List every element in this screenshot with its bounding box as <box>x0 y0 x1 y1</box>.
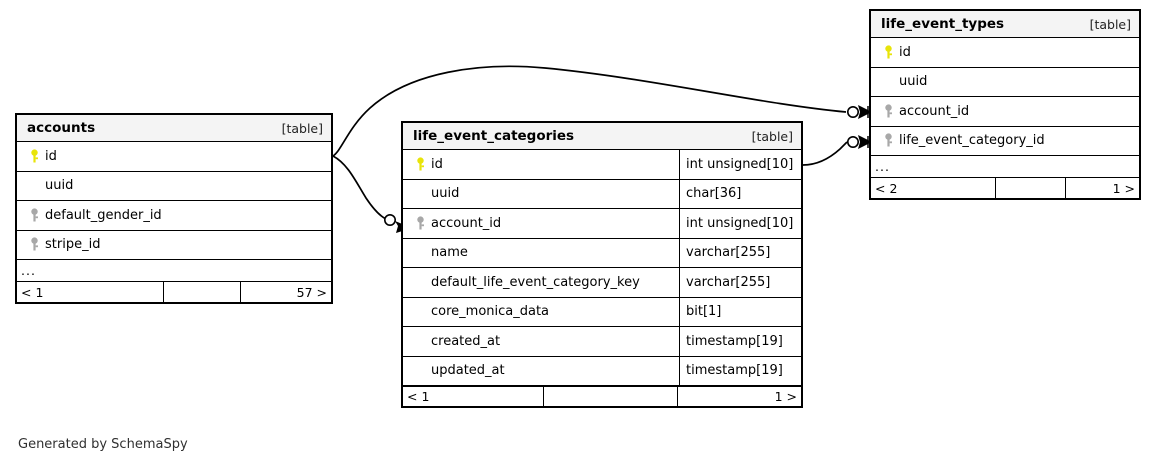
primary-key-icon <box>411 157 429 172</box>
column-cell: id <box>403 150 679 179</box>
column-label: updated_at <box>431 363 505 379</box>
foreign-key-icon <box>879 133 897 148</box>
table-life-event-types-footer: < 2 1 > <box>871 178 1139 198</box>
column-cell: account_id <box>871 97 1139 126</box>
edge-categories-to-types <box>802 141 848 166</box>
crowfoot-circle-types-category <box>846 136 859 149</box>
primary-key-icon <box>25 149 43 164</box>
table-row[interactable]: updated_at timestamp[19] <box>403 356 801 386</box>
column-cell: default_gender_id <box>17 201 331 230</box>
column-label: life_event_category_id <box>899 133 1045 149</box>
column-label: account_id <box>899 103 970 119</box>
column-cell: id <box>871 38 1139 67</box>
column-type: timestamp[19] <box>679 356 801 385</box>
column-type: int unsigned[10] <box>679 209 801 238</box>
column-label: id <box>899 44 911 60</box>
footer-children-count[interactable]: 57 > <box>296 284 327 300</box>
column-label: id <box>45 148 57 164</box>
table-row[interactable]: created_at timestamp[19] <box>403 327 801 357</box>
table-life-event-categories-header: life_event_categories [table] <box>403 123 801 150</box>
truncated-columns-indicator: ... <box>871 156 1139 178</box>
footer-middle <box>163 282 241 302</box>
column-label: stripe_id <box>45 237 101 253</box>
footer-parents-count[interactable]: < 1 <box>407 389 430 404</box>
table-row[interactable]: id int unsigned[10] <box>403 150 801 180</box>
column-type: timestamp[19] <box>679 327 801 356</box>
column-cell: name <box>403 239 679 268</box>
table-row[interactable]: default_gender_id <box>17 201 331 231</box>
table-accounts-footer: < 1 57 > <box>17 282 331 302</box>
table-life-event-types-header: life_event_types [table] <box>871 11 1139 38</box>
column-label: name <box>431 245 468 261</box>
column-type: bit[1] <box>679 297 801 326</box>
table-row[interactable]: name varchar[255] <box>403 238 801 268</box>
column-cell: account_id <box>403 209 679 238</box>
column-label: id <box>431 156 443 172</box>
column-cell: core_monica_data <box>403 298 679 327</box>
table-life-event-categories-footer: < 1 1 > <box>403 386 801 406</box>
table-row[interactable]: default_life_event_category_key varchar[… <box>403 268 801 298</box>
table-row[interactable]: uuid <box>17 172 331 201</box>
table-row[interactable]: core_monica_data bit[1] <box>403 297 801 327</box>
column-label: default_life_event_category_key <box>431 274 640 290</box>
column-cell: stripe_id <box>17 231 331 260</box>
table-accounts[interactable]: accounts [table] id uuid default_gende <box>15 113 333 304</box>
column-label: default_gender_id <box>45 207 162 223</box>
column-label: uuid <box>45 178 74 194</box>
primary-key-icon <box>879 45 897 60</box>
crowfoot-circle-categories-account <box>383 214 396 227</box>
column-label: created_at <box>431 333 501 349</box>
column-cell: created_at <box>403 327 679 356</box>
column-cell: default_life_event_category_key <box>403 268 679 297</box>
table-life-event-types[interactable]: life_event_types [table] id uuid accou <box>869 9 1141 200</box>
column-type: varchar[255] <box>679 238 801 267</box>
column-type: char[36] <box>679 179 801 208</box>
foreign-key-icon <box>411 216 429 231</box>
generated-by-credit: Generated by SchemaSpy <box>18 437 188 452</box>
column-type: varchar[255] <box>679 268 801 297</box>
footer-children-count[interactable]: 1 > <box>1112 180 1135 196</box>
table-accounts-header: accounts [table] <box>17 115 331 142</box>
column-cell: updated_at <box>403 357 679 386</box>
column-cell: uuid <box>871 68 1139 97</box>
table-row[interactable]: account_id <box>871 97 1139 127</box>
table-row[interactable]: uuid char[36] <box>403 179 801 209</box>
table-accounts-tag: [table] <box>281 120 323 136</box>
table-accounts-title: accounts <box>27 120 96 136</box>
footer-children-count[interactable]: 1 > <box>774 389 797 404</box>
foreign-key-icon <box>25 237 43 252</box>
column-type: int unsigned[10] <box>679 150 801 179</box>
column-cell: life_event_category_id <box>871 127 1139 156</box>
column-cell: uuid <box>403 180 679 209</box>
footer-middle <box>543 387 678 406</box>
table-life-event-categories-title: life_event_categories <box>413 128 575 144</box>
footer-parents-count[interactable]: < 2 <box>875 180 898 196</box>
truncated-columns-indicator: ... <box>17 260 331 282</box>
table-row[interactable]: account_id int unsigned[10] <box>403 209 801 239</box>
table-life-event-types-tag: [table] <box>1089 16 1131 32</box>
table-life-event-categories[interactable]: life_event_categories [table] id int uns… <box>401 121 803 408</box>
table-life-event-categories-tag: [table] <box>751 128 793 144</box>
footer-parents-count[interactable]: < 1 <box>21 284 44 300</box>
edge-accounts-to-life-event-categories <box>332 155 387 220</box>
table-row[interactable]: stripe_id <box>17 231 331 260</box>
table-row[interactable]: life_event_category_id <box>871 127 1139 156</box>
foreign-key-icon <box>879 104 897 119</box>
crowfoot-circle-types-account <box>846 106 859 119</box>
column-label: account_id <box>431 215 502 231</box>
footer-middle <box>995 178 1066 198</box>
table-row[interactable]: id <box>17 142 331 172</box>
column-cell: uuid <box>17 172 331 201</box>
foreign-key-icon <box>25 208 43 223</box>
column-label: uuid <box>431 186 460 202</box>
table-row[interactable]: uuid <box>871 68 1139 97</box>
column-label: core_monica_data <box>431 304 550 320</box>
column-label: uuid <box>899 74 928 90</box>
column-cell: id <box>17 142 331 171</box>
table-row[interactable]: id <box>871 38 1139 68</box>
table-life-event-types-title: life_event_types <box>881 16 1005 32</box>
